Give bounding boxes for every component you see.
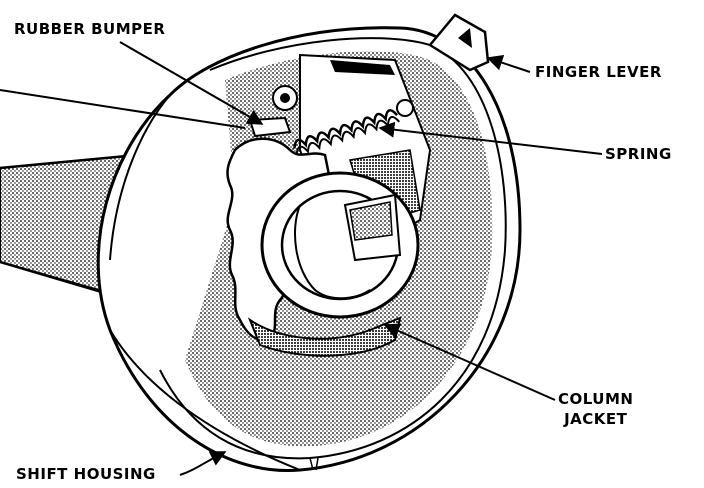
collar-ring: [260, 171, 420, 319]
label-shift-housing: SHIFT HOUSING: [16, 465, 156, 483]
label-rubber-bumper: RUBBER BUMPER: [14, 20, 166, 38]
label-spring: SPRING: [605, 145, 672, 163]
spring-coil: [293, 109, 400, 156]
label-finger-lever: FINGER LEVER: [535, 63, 662, 81]
label-column-line1: COLUMN: [558, 390, 634, 408]
leader-lines: [0, 41, 603, 476]
label-column-line2: JACKET: [564, 410, 628, 428]
finger-lever: [428, 13, 490, 72]
label-column-jacket: COLUMN JACKET: [558, 389, 633, 429]
